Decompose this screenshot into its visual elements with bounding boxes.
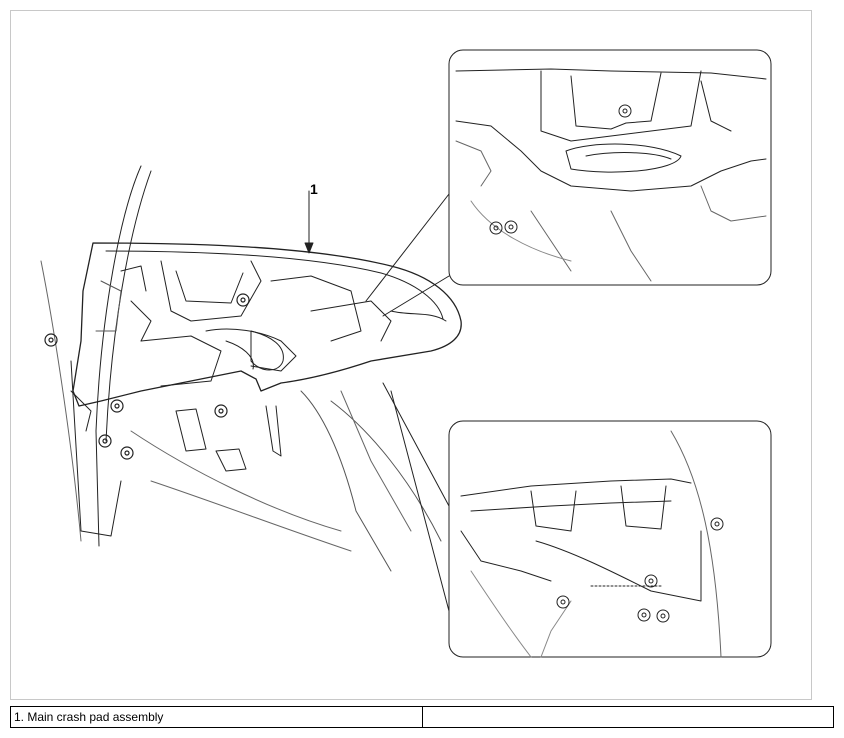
legend-row: 1. Main crash pad assembly xyxy=(10,706,834,728)
figure-frame: 1 xyxy=(10,10,812,700)
detail-view-top xyxy=(448,49,772,286)
bolt-icon xyxy=(44,293,250,460)
detail-leader-lines xyxy=(365,193,450,612)
steering-and-pedals xyxy=(175,330,442,572)
legend-cell-empty xyxy=(421,706,834,728)
legend-table: 1. Main crash pad assembly xyxy=(10,706,834,728)
main-crash-pad-assembly xyxy=(70,242,462,432)
callout-number: 1 xyxy=(310,181,318,197)
crash-pad-illustration xyxy=(40,49,772,658)
left-door-frame xyxy=(40,165,152,547)
callout-arrow xyxy=(304,190,314,254)
detail-view-bottom xyxy=(448,420,772,658)
legend-cell-label: 1. Main crash pad assembly xyxy=(10,706,423,728)
floor-console xyxy=(130,390,412,552)
